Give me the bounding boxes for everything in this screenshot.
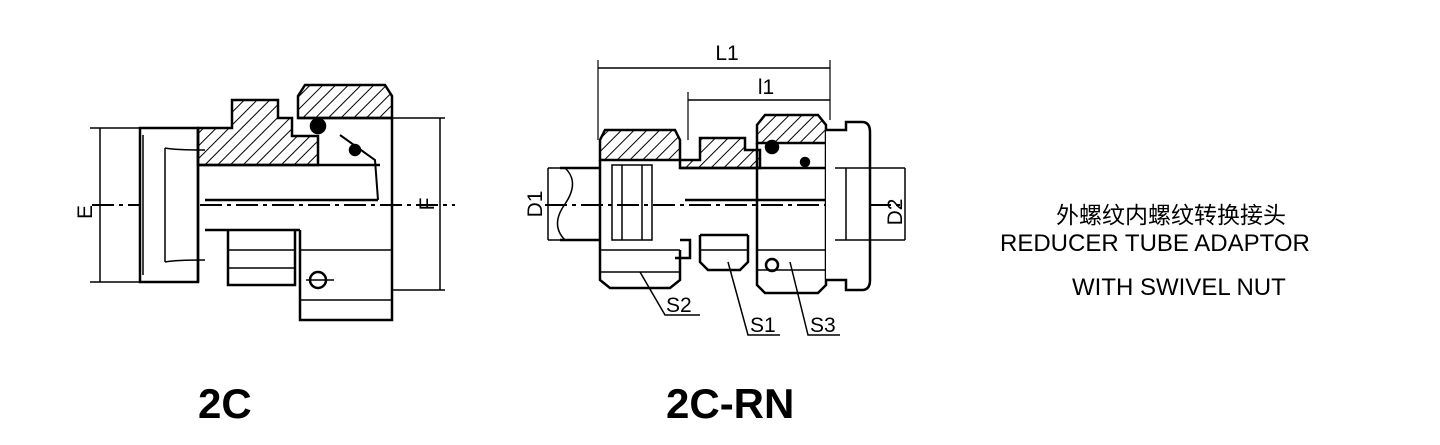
model-label-2c: 2C <box>198 380 252 427</box>
dim-label-s2: S2 <box>666 294 692 317</box>
nut-s3-section <box>755 113 828 145</box>
model-label-2c-rn: 2C-RN <box>666 380 795 427</box>
dim-label-l1-inner: l1 <box>758 76 774 99</box>
fitting-2c-rn-drawing <box>545 60 906 336</box>
dim-label-d2: D2 <box>884 199 907 226</box>
dim-label-l1-overall: L1 <box>715 42 738 65</box>
lock-hole-rn <box>764 257 780 273</box>
body-hex-lower <box>226 230 297 287</box>
fitting-2c-drawing <box>90 83 455 322</box>
leader-s2 <box>639 271 700 316</box>
flange-tube-d2 <box>826 120 872 292</box>
description-cn: 外螺纹内螺纹转换接头 <box>1056 203 1286 229</box>
leader-s3 <box>789 261 840 336</box>
leader-s1 <box>727 261 780 336</box>
dim-label-f: F <box>416 198 439 211</box>
description-en-line1: REDUCER TUBE ADAPTOR <box>1000 230 1310 257</box>
o-ring <box>309 117 327 135</box>
swivel-nut-section <box>296 83 394 120</box>
body-section-rn <box>678 136 762 170</box>
description-en-line2: WITH SWIVEL NUT <box>1072 274 1286 301</box>
dim-label-d1: D1 <box>524 191 547 218</box>
male-thread-end <box>138 126 200 284</box>
dim-label-s1: S1 <box>750 314 776 337</box>
dim-label-e: E <box>74 205 97 219</box>
dim-label-s3: S3 <box>810 314 836 337</box>
nut-s2-section <box>598 128 682 162</box>
